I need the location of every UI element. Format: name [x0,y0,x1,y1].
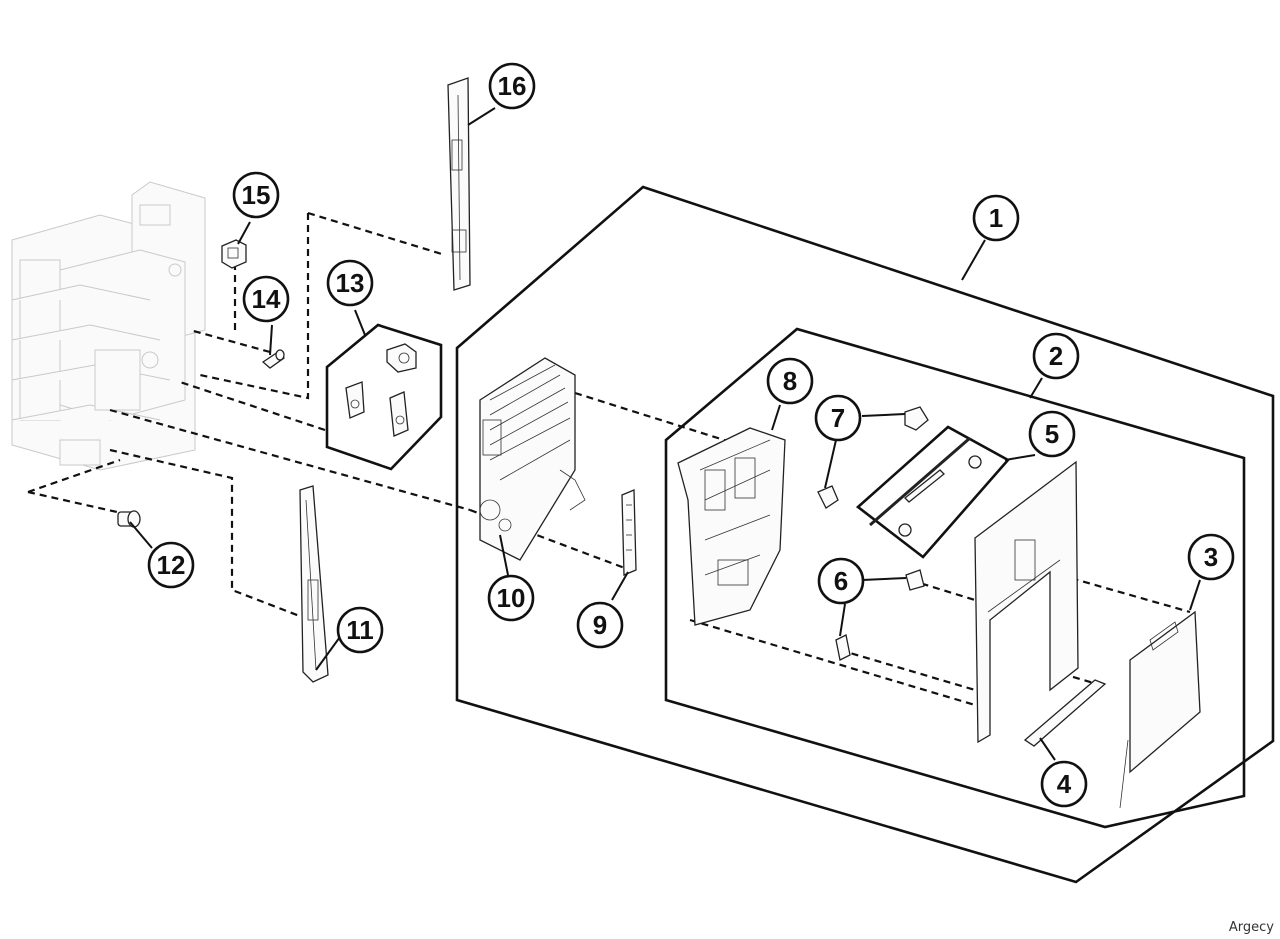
callout-circle [487,574,535,622]
callout-circle [326,259,374,307]
callout-10: 10 [487,574,535,622]
callout-6: 6 [817,557,865,605]
callout-number: 13 [336,268,365,298]
callout-number: 16 [498,71,527,101]
assembly-lines [27,211,1191,707]
callout-number: 14 [252,284,281,314]
part-6-bracket-set [835,569,925,661]
watermark-text: Argecy [1228,920,1274,935]
callout-8: 8 [766,357,814,405]
callout-circle [1032,332,1080,380]
callout-12: 12 [147,541,195,589]
callout-circle [336,606,384,654]
callout-circle [488,62,536,110]
leader-lines [129,107,1201,761]
callout-number: 15 [242,180,271,210]
part-2-door-panel [974,460,1079,744]
callout-number: 11 [346,615,374,645]
callout-circle [242,275,290,323]
callout-number: 5 [1045,419,1059,449]
callout-circle [972,194,1020,242]
part-13-kit [345,343,417,437]
callout-7: 7 [814,394,862,442]
callout-number: 8 [783,366,797,396]
assembly-1-boundary [455,185,1275,884]
assembly-2-boundary [664,327,1246,829]
callout-1: 1 [972,194,1020,242]
callout-number: 3 [1204,542,1218,572]
callout-circle [1040,760,1088,808]
part-16-rail [447,77,471,291]
callout-14: 14 [242,275,290,323]
callout-number: 2 [1049,341,1063,371]
callout-11: 11 [336,606,384,654]
callout-4: 4 [1040,760,1088,808]
part-8-inner-frame [677,427,786,626]
callout-number: 6 [834,566,848,596]
callout-circle [766,357,814,405]
callout-number: 10 [497,583,526,613]
callout-9: 9 [576,601,624,649]
callout-13: 13 [326,259,374,307]
part-12-bushing [117,510,141,528]
callout-3: 3 [1187,533,1235,581]
callout-number: 4 [1057,769,1072,799]
part-14-pin [261,349,286,369]
printer-frame [11,181,206,471]
part-4-bar [1023,679,1107,747]
callout-circle [232,171,280,219]
part-9-strip [621,489,637,576]
callout-16: 16 [488,62,536,110]
callout-number: 12 [157,550,186,580]
callout-number: 9 [593,610,607,640]
callout-circle [814,394,862,442]
part-5-shaft-kit [869,436,982,537]
callout-circle [147,541,195,589]
callout-15: 15 [232,171,280,219]
callout-5: 5 [1028,410,1076,458]
callout-circle [817,557,865,605]
kit-13-boundary [325,323,443,471]
callout-2: 2 [1032,332,1080,380]
callout-circle [576,601,624,649]
part-10-unit [479,357,586,561]
part-15-bracket [221,239,247,269]
callout-number: 1 [989,203,1003,233]
callout-circle [1187,533,1235,581]
part-3-cover [1119,610,1201,809]
callout-circle [1028,410,1076,458]
callout-number: 7 [831,403,845,433]
part-11-side-frame [299,485,329,683]
part-7-bracket-set [817,406,929,509]
